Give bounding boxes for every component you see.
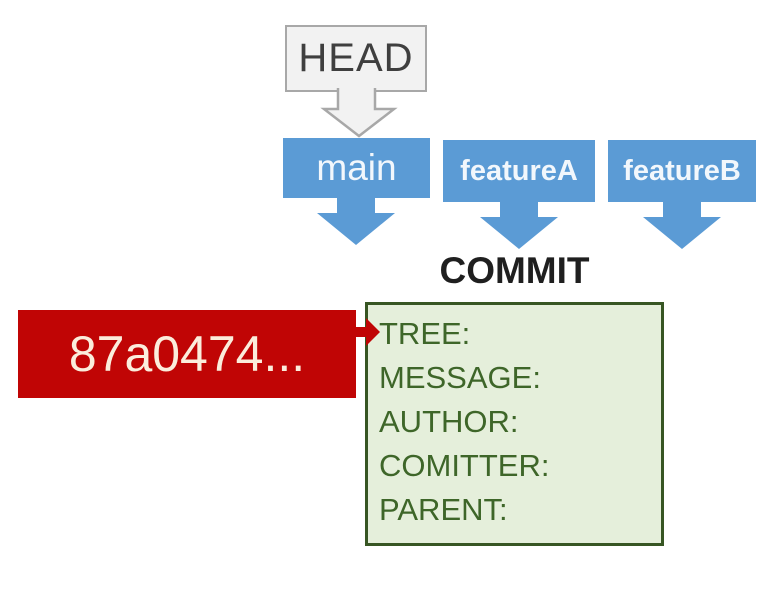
branch-featureA-arrow-icon xyxy=(480,200,558,249)
commit-field-parent: PARENT: xyxy=(379,492,508,527)
branch-main-arrow-icon xyxy=(317,196,395,245)
branch-featureB-box: featureB xyxy=(608,140,756,202)
head-label-box: HEAD xyxy=(285,25,427,92)
commit-fields-list: TREE: MESSAGE: AUTHOR: COMITTER: PARENT: xyxy=(368,305,661,532)
commit-hash-label: 87a0474... xyxy=(68,326,306,382)
head-pointer-arrow-icon xyxy=(320,88,398,138)
commit-title: COMMIT xyxy=(439,250,590,291)
branch-main-label: main xyxy=(316,147,397,188)
head-label: HEAD xyxy=(298,36,414,80)
hash-to-commit-arrow-icon xyxy=(352,318,380,346)
commit-field-author: AUTHOR: xyxy=(379,404,519,439)
branch-main-box: main xyxy=(283,138,430,198)
commit-object-box: TREE: MESSAGE: AUTHOR: COMITTER: PARENT: xyxy=(365,302,664,546)
commit-field-tree: TREE: xyxy=(379,316,471,351)
commit-hash-box: 87a0474... xyxy=(18,310,356,398)
commit-field-message: MESSAGE: xyxy=(379,360,541,395)
branch-featureB-arrow-icon xyxy=(643,200,721,249)
commit-field-comitter: COMITTER: xyxy=(379,448,550,483)
branch-featureB-label: featureB xyxy=(623,154,741,187)
branch-featureA-label: featureA xyxy=(460,154,578,187)
branch-featureA-box: featureA xyxy=(443,140,595,202)
